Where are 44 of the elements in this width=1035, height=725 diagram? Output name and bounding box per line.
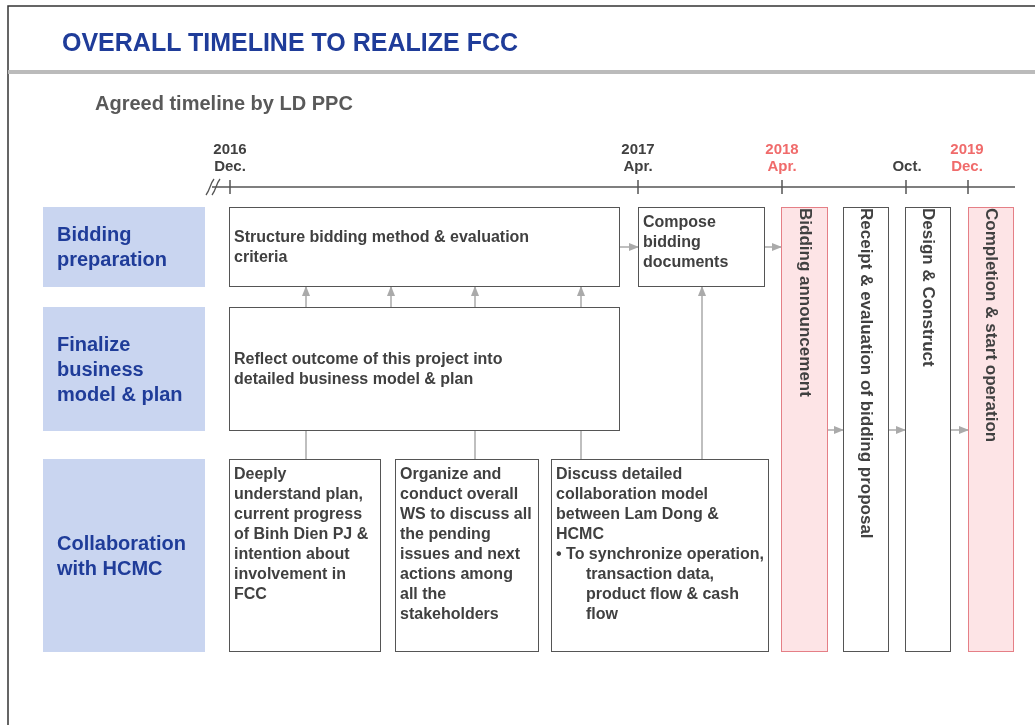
- task-text: Deeply understand plan, current progress of Binh Dien PJ & intention about involvement in FCC: [234, 464, 370, 604]
- task-text: Receipt & evaluation of bidding proposal: [856, 208, 876, 541]
- task-box: [551, 459, 769, 652]
- lane-title: Bidding preparation: [57, 222, 169, 272]
- arrow: [764, 242, 783, 252]
- arrow: [576, 285, 586, 308]
- arrow: [386, 285, 396, 308]
- timeline-date: 2016 Dec.: [212, 140, 248, 174]
- arrow: [301, 285, 311, 308]
- task-text: Compose bidding documents: [643, 212, 730, 272]
- task-box: [395, 459, 539, 652]
- task-text: Structure bidding method & evaluation criteria: [234, 227, 531, 267]
- task-text: Bidding announcement: [794, 208, 815, 399]
- arrow: [888, 425, 907, 435]
- lane-title: Finalize business model & plan: [57, 331, 184, 407]
- phase-bar: [843, 207, 889, 652]
- timeline-date: Oct.: [891, 157, 923, 174]
- timeline-date: 2017 Apr.: [620, 140, 656, 174]
- task-text: Discuss detailed collaboration model between Lam Dong & HCMC: [556, 464, 720, 544]
- lane-header: [43, 307, 205, 431]
- task-box: [229, 207, 620, 287]
- arrow: [950, 425, 970, 435]
- phase-bar: [905, 207, 951, 652]
- arrow: [697, 285, 707, 460]
- task-text: Organize and conduct overall WS to discuss all the pending issues and next actions among all the stakeholders: [400, 464, 533, 624]
- bullet-text: • To synchronize operation, transaction data, product flow & cash flow: [556, 544, 764, 624]
- slide-title: OVERALL TIMELINE TO REALIZE FCC: [62, 28, 519, 57]
- task-box: [638, 207, 765, 287]
- arrow: [470, 285, 480, 308]
- task-box: [229, 459, 381, 652]
- task-text: Completion & start operation: [981, 208, 1001, 445]
- task-text: Reflect outcome of this project into detailed business model & plan: [234, 349, 504, 389]
- lane-header: [43, 207, 205, 287]
- task-box: [229, 307, 620, 431]
- timeline-date: 2018 Apr.: [764, 140, 800, 174]
- timeline-date: 2019 Dec.: [949, 140, 985, 174]
- arrow: [619, 242, 640, 252]
- lane-header: [43, 459, 205, 652]
- arrow: [827, 425, 845, 435]
- task-text: Design & Construct: [918, 208, 938, 369]
- lane-title: Collaboration with HCMC: [57, 530, 187, 581]
- milestone-phase-bar: [968, 207, 1014, 652]
- subtitle: Agreed timeline by LD PPC: [95, 91, 354, 115]
- milestone-phase-bar: [781, 207, 828, 652]
